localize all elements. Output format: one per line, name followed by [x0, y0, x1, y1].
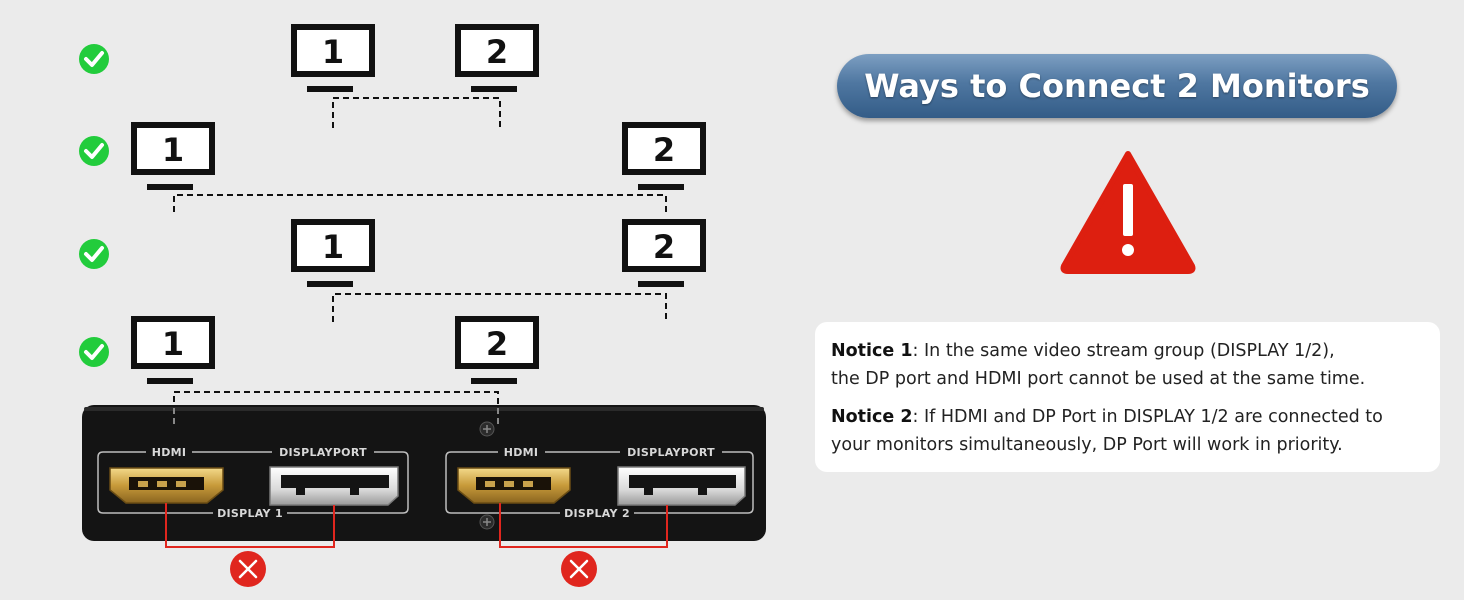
- hdmi-label: HDMI: [152, 446, 187, 459]
- svg-text:1: 1: [162, 325, 184, 363]
- connector-lines: [173, 408, 499, 424]
- page-title: Ways to Connect 2 Monitors: [864, 67, 1370, 105]
- svg-text:2: 2: [486, 33, 508, 71]
- port-group-frame: [445, 451, 754, 514]
- svg-text:2: 2: [653, 228, 675, 266]
- notice-box: Notice 1: In the same video stream group…: [815, 322, 1440, 472]
- connection-diagram: 1 2 1 2 1 2 1 2: [79, 0, 766, 587]
- title-banner: Ways to Connect 2 Monitors: [837, 54, 1397, 118]
- svg-text:1: 1: [322, 228, 344, 266]
- display-2-label: DISPLAY 2: [564, 507, 630, 520]
- displayport-port[interactable]: [617, 466, 746, 506]
- exclusion-lines: [165, 503, 668, 548]
- check-circle-icon: [79, 337, 109, 367]
- notice-1-label: Notice 1: [831, 341, 913, 361]
- monitor-2: 2: [625, 125, 703, 190]
- check-circle-icon: [79, 136, 109, 166]
- notice-2-text-line1: : If HDMI and DP Port in DISPLAY 1/2 are…: [912, 407, 1383, 427]
- hdmi-label: HDMI: [504, 446, 539, 459]
- notice-1-text-line1: : In the same video stream group (DISPLA…: [912, 341, 1335, 361]
- screw: [479, 421, 495, 437]
- svg-text:2: 2: [653, 131, 675, 169]
- warning-triangle-icon: [1060, 151, 1196, 274]
- screw: [479, 514, 495, 530]
- svg-text:1: 1: [322, 33, 344, 71]
- monitor-2: 2: [625, 222, 703, 287]
- notice-1: Notice 1: In the same video stream group…: [831, 337, 1440, 393]
- hdmi-port[interactable]: [457, 467, 571, 504]
- x-circle-icon: [230, 551, 266, 587]
- display-1-label: DISPLAY 1: [217, 507, 283, 520]
- displayport-label: DISPLAYPORT: [627, 446, 715, 459]
- notice-2-text-line2: your monitors simultaneously, DP Port wi…: [831, 435, 1343, 455]
- svg-text:2: 2: [486, 325, 508, 363]
- notice-2: Notice 2: If HDMI and DP Port in DISPLAY…: [831, 403, 1440, 459]
- monitor-2: 2: [458, 319, 536, 384]
- check-circle-icon: [79, 239, 109, 269]
- monitor-1: 1: [134, 125, 212, 190]
- hdmi-port[interactable]: [109, 467, 224, 504]
- monitor-1: 1: [134, 319, 212, 384]
- displayport-label: DISPLAYPORT: [279, 446, 367, 459]
- check-circle-icon: [79, 44, 109, 74]
- notice-2-label: Notice 2: [831, 407, 913, 427]
- displayport-port[interactable]: [269, 466, 399, 506]
- monitor-2: 2: [458, 27, 536, 92]
- monitor-1: 1: [294, 222, 372, 287]
- monitor-1: 1: [294, 27, 372, 92]
- device-panel: [82, 405, 766, 541]
- notice-1-text-line2: the DP port and HDMI port cannot be used…: [831, 369, 1366, 389]
- port-group-frame: [97, 451, 409, 514]
- connector-lines: [173, 97, 667, 422]
- svg-text:1: 1: [162, 131, 184, 169]
- x-circle-icon: [561, 551, 597, 587]
